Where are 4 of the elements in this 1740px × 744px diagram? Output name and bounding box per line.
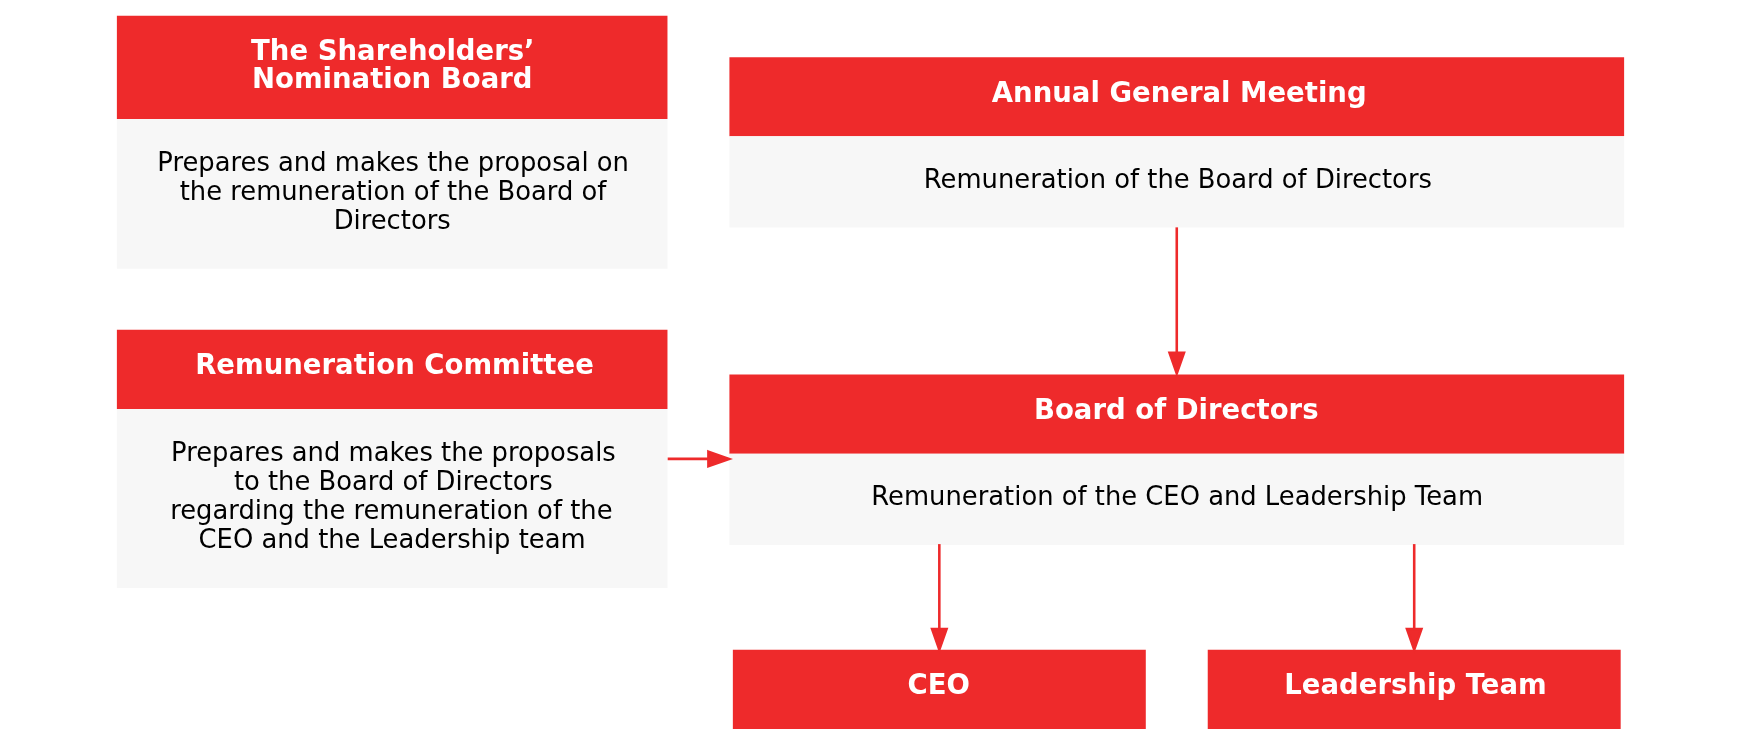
- node-box: CEO: [732, 649, 1146, 729]
- arrow: [667, 449, 733, 468]
- node-box: Leadership Team: [1207, 649, 1621, 729]
- arrow: [1167, 227, 1186, 378]
